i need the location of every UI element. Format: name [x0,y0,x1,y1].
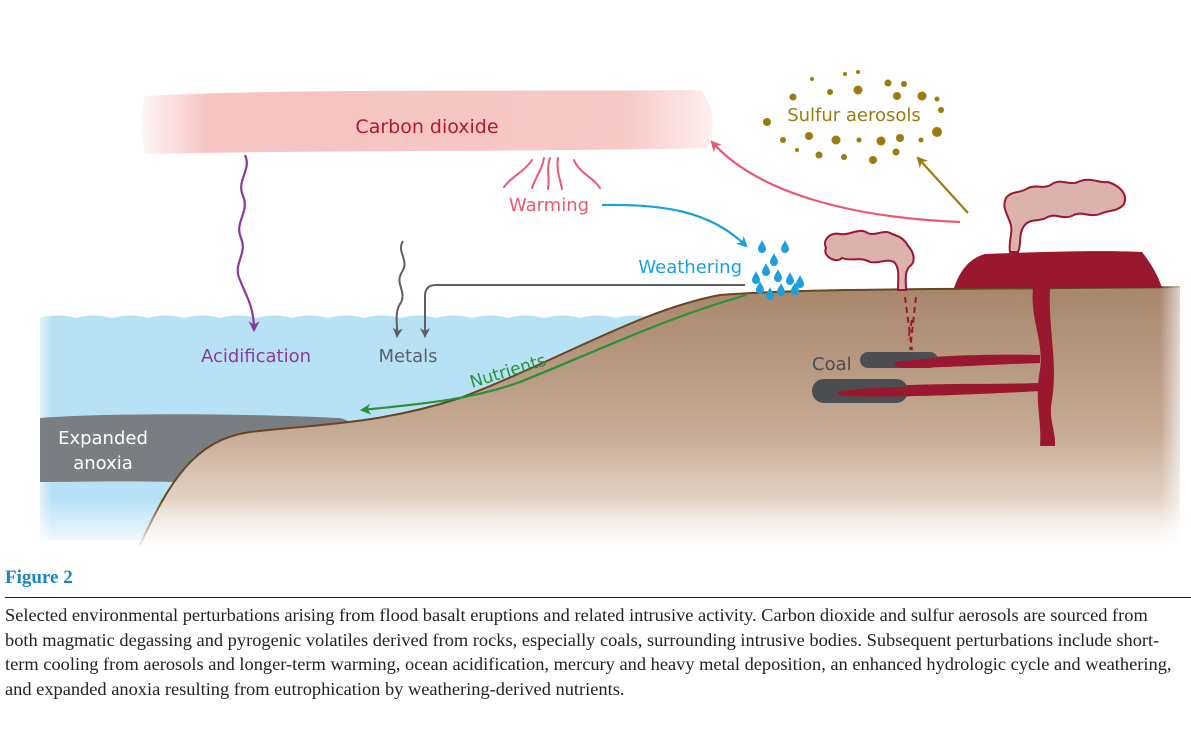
upper-sill-overlay [894,355,1040,368]
sulfur-particle [884,79,892,87]
rain-drop [791,282,799,295]
label-carbon-dioxide: Carbon dioxide [355,116,498,138]
label-expanded-anoxia-line2: anoxia [73,453,133,474]
coal-degassing-dashes [904,296,917,351]
nutrients-arrow[interactable] [359,293,747,415]
feeder-dike [1032,288,1056,446]
rain-drop [796,275,804,288]
label-sulfur-aerosols: Sulfur aerosols [787,105,921,126]
rain-drop [756,281,764,294]
lower-sill-overlay [837,384,1040,397]
sulfur-particle [780,137,786,143]
sulfur-particle [789,93,797,101]
sulfur-particle [856,70,860,74]
sulfur-particle [917,91,927,101]
sulfur-particle [795,148,799,152]
sulfur-particle [934,96,940,102]
lava-flow [954,251,1162,288]
bottom-fade [0,500,1191,550]
caption-divider [5,597,1191,598]
land-surface-line [139,286,1181,546]
warming-to-weathering-arrow[interactable] [601,203,748,248]
figure-caption: Selected environmental perturbations ari… [5,605,1172,699]
sulfur-particle [841,154,847,160]
label-acidification: Acidification [201,346,311,367]
label-coal: Coal [812,354,852,375]
label-warming: Warming [509,195,589,216]
volcano-plume [1003,178,1126,253]
rain-drops [752,240,804,300]
sulfur-particle [932,127,942,137]
sulfur-particle [918,137,924,143]
sulfur-particle [831,135,841,145]
volcano-to-co2-arrow[interactable] [710,140,961,224]
sulfur-particle [853,85,863,95]
label-metals: Metals [378,346,437,367]
rain-drop [781,240,789,253]
sulfur-particle [805,132,813,140]
rain-drop [758,240,766,253]
sulfur-particle [892,148,900,156]
rain-drop [752,271,760,284]
weathering-metals-arrow[interactable] [420,284,745,338]
land [140,287,1180,545]
rain-drop [762,263,770,276]
atmospheric-metals-arrow[interactable] [392,240,406,338]
sulfur-particle [876,136,886,146]
sulfur-particle [815,151,823,159]
rain-drop [777,283,785,296]
sulfur-particle [856,137,862,143]
environmental-perturbations-diagram: Coal Carbon dioxide Warming Sulfur aeros… [0,70,1191,550]
coal-plume [824,229,915,291]
sulfur-particle [901,81,907,87]
label-weathering: Weathering [638,257,742,278]
sulfur-aerosol-particles [763,70,944,164]
rain-drop [766,287,774,300]
figure-title: Figure 2 [5,567,73,588]
sulfur-particle [827,89,833,95]
warming-rays [503,157,601,190]
sulfur-particle [763,118,771,126]
sulfur-particle [896,134,904,142]
label-expanded-anoxia-line1: Expanded [58,428,148,449]
sulfur-particle [938,107,944,113]
sulfur-particle [810,77,814,81]
rain-drop [774,269,782,282]
carbon-dioxide-band [141,90,713,154]
sulfur-particle [869,156,877,164]
sulfur-particle [893,92,901,100]
rain-drop [770,253,778,266]
rain-drop [786,272,794,285]
sulfur-particle [843,72,847,76]
co2-to-acidification-arrow[interactable] [236,154,260,333]
volcano-to-sulfur-arrow[interactable] [916,156,969,214]
